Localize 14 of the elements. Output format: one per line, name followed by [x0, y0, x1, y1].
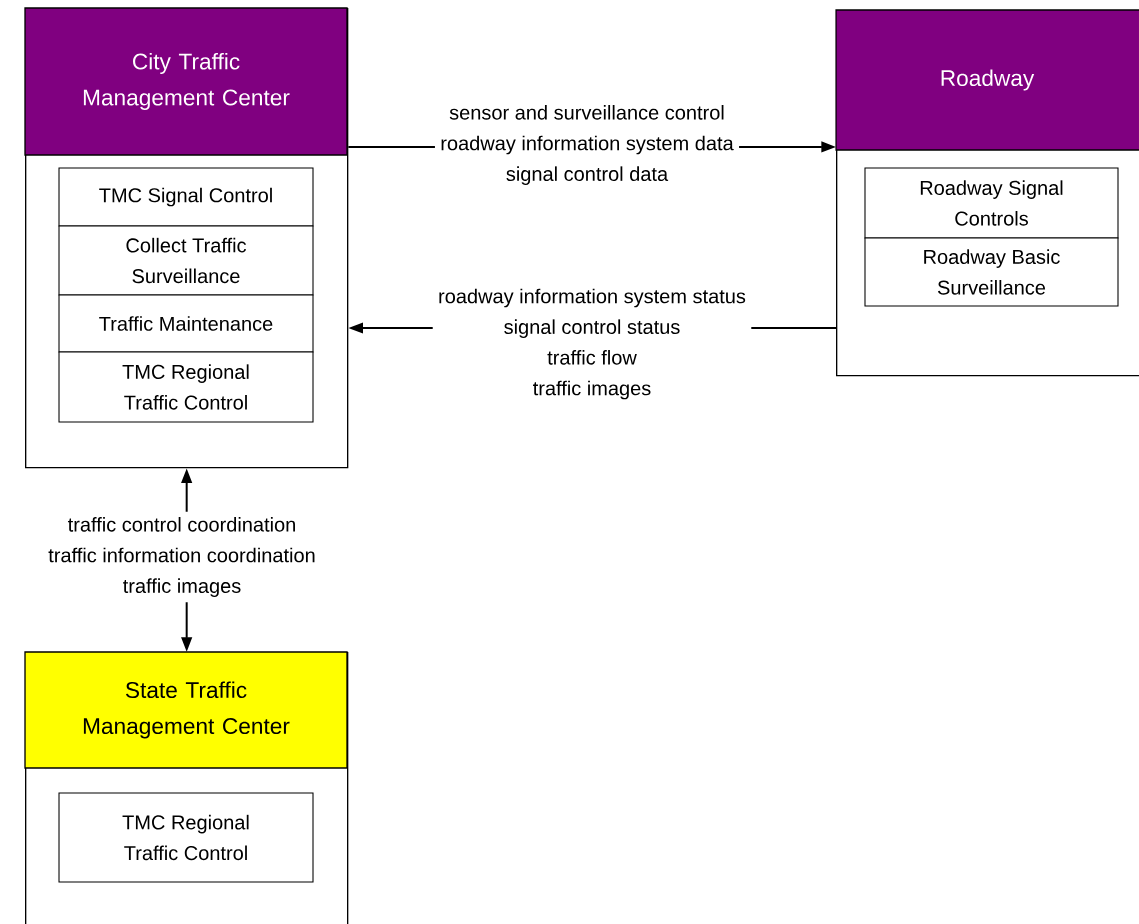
function-box: Roadway Signal Controls — [864, 167, 1119, 239]
function-box: TMC Regional Traffic Control — [58, 351, 314, 423]
edge-label: roadway information system status signal control status traffic flow traffic images — [432, 283, 752, 405]
edge-label: sensor and surveillance control roadway information system data signal control data — [434, 99, 740, 191]
edge-label: traffic control coordination traffic information coordination traffic images — [42, 511, 322, 603]
function-box: Roadway Basic Surveillance — [864, 237, 1119, 307]
function-box: Collect Traffic Surveillance — [58, 225, 314, 296]
edge-label: traffic flow — [547, 350, 637, 365]
edge-label: traffic images — [533, 380, 651, 400]
function-box: TMC Regional Traffic Control — [58, 792, 314, 883]
function-box: Traffic Maintenance — [58, 294, 314, 353]
function-box: TMC Signal Control — [58, 167, 314, 227]
edge-label: signal control status — [504, 319, 680, 338]
edge-label: roadway information system status — [439, 288, 746, 308]
